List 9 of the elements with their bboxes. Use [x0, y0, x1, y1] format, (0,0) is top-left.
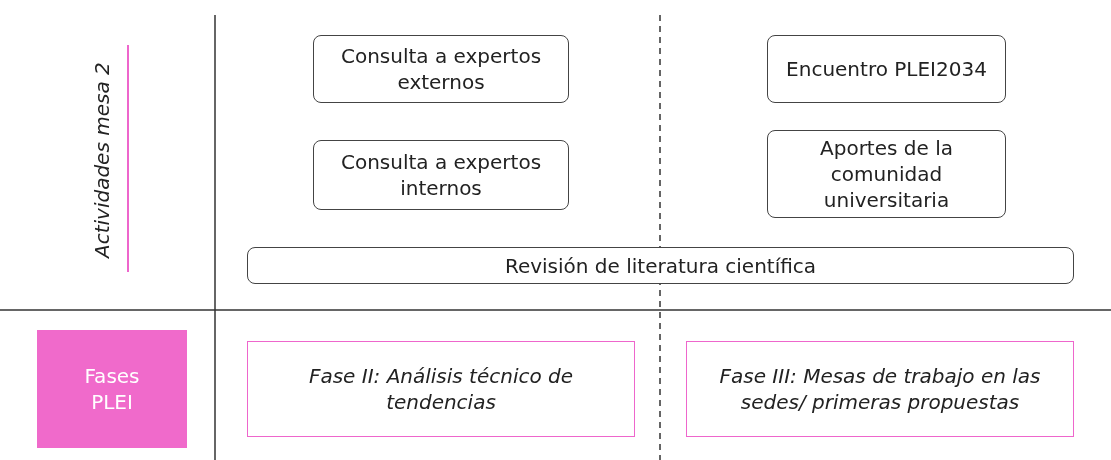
- activity-box: Consulta a expertos internos: [313, 140, 569, 210]
- activity-bar: Revisión de literatura científica: [247, 247, 1074, 284]
- row-heading: Actividades mesa 2: [90, 61, 114, 260]
- phase-box: Fase II: Análisis técnico de tendencias: [247, 341, 635, 437]
- activity-box: Consulta a expertos externos: [313, 35, 569, 103]
- activity-box: Aportes de la comunidad universitaria: [767, 130, 1006, 218]
- activity-box: Encuentro PLEI2034: [767, 35, 1006, 103]
- phase-header-box: Fases PLEI: [37, 330, 187, 448]
- phase-box: Fase III: Mesas de trabajo en las sedes/ primeras propuestas: [686, 341, 1074, 437]
